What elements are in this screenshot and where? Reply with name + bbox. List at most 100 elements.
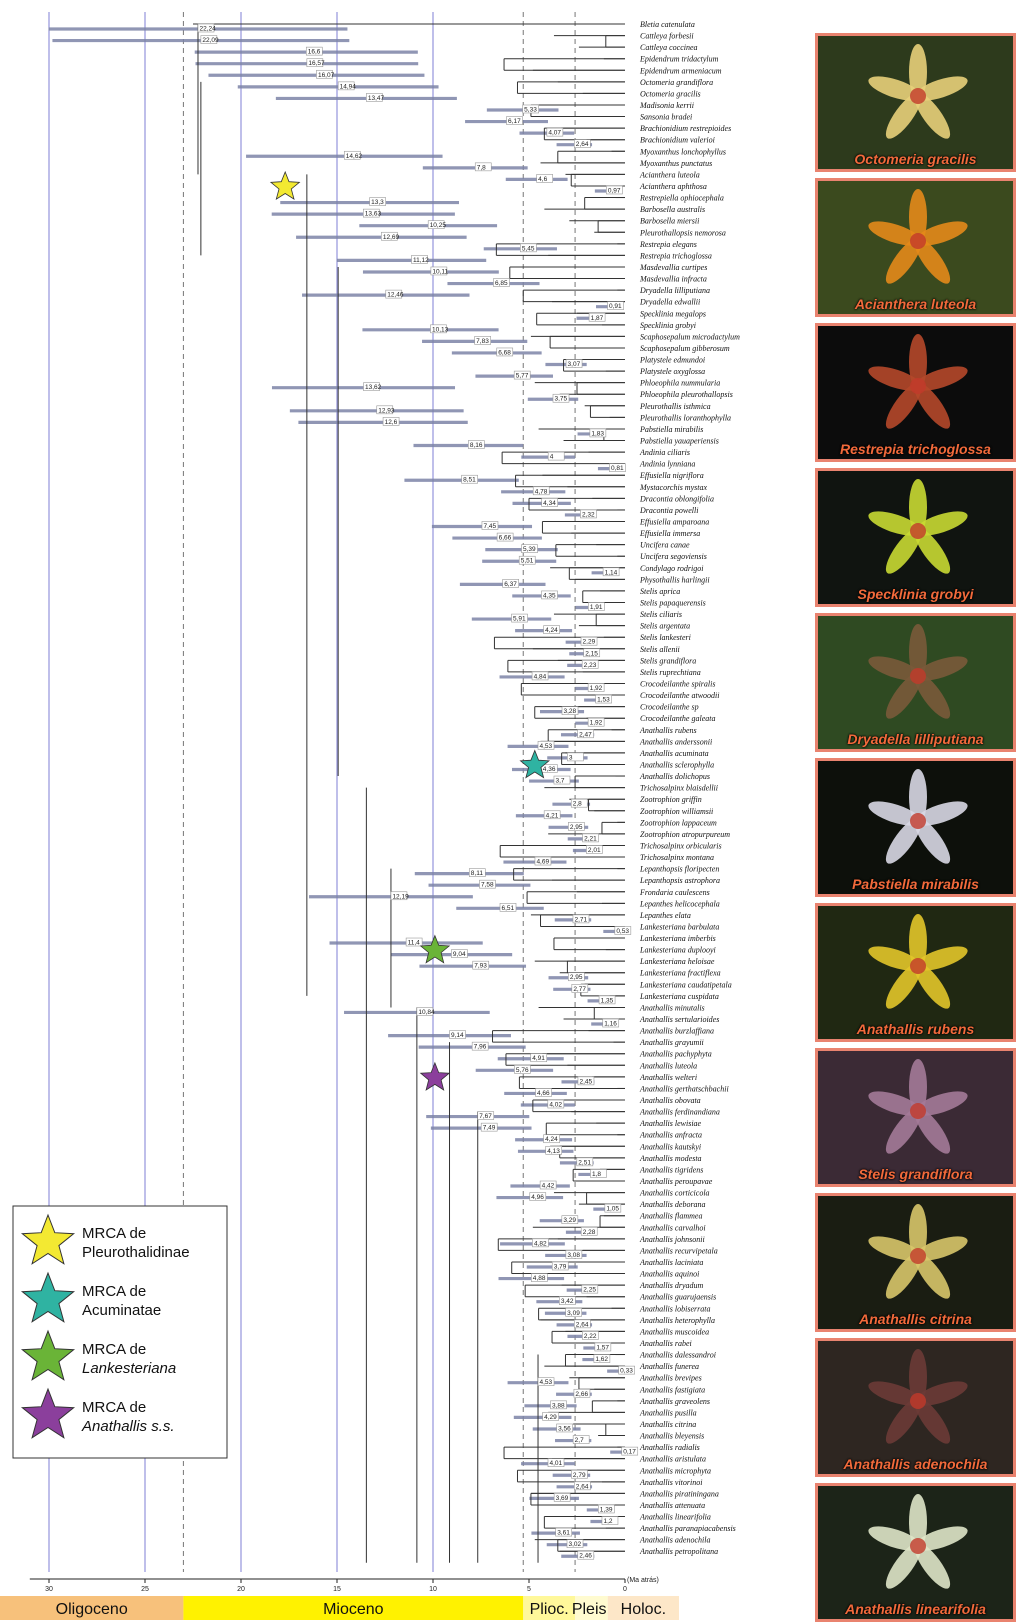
node-age-label: 1,91 bbox=[590, 604, 603, 611]
node-age-label: 2,22 bbox=[584, 1333, 597, 1340]
node-age-label: 3,79 bbox=[554, 1263, 567, 1270]
taxon-label: Platystele edmundoi bbox=[639, 356, 705, 365]
taxon-label: Effusiella nigriflora bbox=[639, 471, 704, 480]
flower-center bbox=[910, 1103, 926, 1119]
node-age-label: 7,93 bbox=[474, 963, 487, 970]
flower-center bbox=[910, 813, 926, 829]
node-age-label: 2,64 bbox=[576, 141, 589, 148]
taxon-label: Anathallis dalessandroi bbox=[639, 1351, 716, 1360]
taxon-label: Andinia ciliaris bbox=[639, 448, 690, 457]
taxon-label: Restrepia trichoglossa bbox=[639, 251, 712, 260]
taxon-label: Anathallis aristulata bbox=[639, 1455, 706, 1464]
node-age-label: 16,6 bbox=[308, 49, 321, 56]
taxon-label: Anathallis corticicola bbox=[639, 1189, 710, 1198]
taxon-label: Pabstiella mirabilis bbox=[639, 425, 703, 434]
time-axis: 302520151050(Ma atrás) bbox=[30, 1577, 659, 1593]
legend-label-line1: MRCA de bbox=[82, 1225, 146, 1242]
node-age-label: 4,07 bbox=[548, 130, 561, 137]
taxon-label: Anathallis microphyta bbox=[639, 1466, 711, 1475]
taxon-label: Anathallis rubens bbox=[639, 726, 697, 735]
node-age-label: 3,42 bbox=[561, 1298, 574, 1305]
taxon-label: Phloeophila nummularia bbox=[639, 379, 720, 388]
node-age-label: 5,45 bbox=[522, 245, 535, 252]
taxon-label: Anathallis graveolens bbox=[639, 1397, 710, 1406]
node-age-label: 11,4 bbox=[408, 940, 421, 947]
taxon-label: Dracontia oblongifolia bbox=[639, 494, 714, 503]
taxon-label: Anathallis obovata bbox=[639, 1096, 701, 1105]
axis-tick-label: 10 bbox=[429, 1586, 437, 1593]
taxon-label: Pleurothallis isthmica bbox=[639, 402, 711, 411]
node-age-label: 6,68 bbox=[498, 349, 511, 356]
node-age-label: 4,78 bbox=[535, 488, 548, 495]
taxon-label: Scaphosepalum microdactylum bbox=[640, 332, 740, 341]
node-age-label: 3,75 bbox=[555, 396, 568, 403]
taxon-label: Stelis lankesteri bbox=[640, 633, 691, 642]
taxon-label: Anathallis paranapiacabensis bbox=[639, 1524, 736, 1533]
axis-tick-label: 25 bbox=[141, 1586, 149, 1593]
taxon-label: Anathallis sclerophylla bbox=[639, 760, 714, 769]
taxon-label: Mystacorchis mystax bbox=[639, 483, 707, 492]
taxon-label: Anathallis recurvipetala bbox=[639, 1246, 718, 1255]
flower-center bbox=[910, 233, 926, 249]
taxon-label: Brachionidium valerioi bbox=[640, 136, 715, 145]
taxon-label: Anathallis burzlaffiana bbox=[639, 1027, 714, 1036]
taxon-label: Brachionidium restrepioides bbox=[640, 124, 731, 133]
taxon-label: Anathallis modesta bbox=[639, 1154, 702, 1163]
node-age-label: 8,51 bbox=[463, 477, 476, 484]
taxon-label: Pleurothallopsis nemorosa bbox=[639, 228, 726, 237]
node-age-label: 2,71 bbox=[574, 916, 587, 923]
node-age-label: 0,91 bbox=[609, 303, 622, 310]
node-age-label: 7,58 bbox=[481, 882, 494, 889]
species-photo: Anathallis linearifolia bbox=[815, 1483, 1016, 1622]
photo-caption: Octomeria gracilis bbox=[818, 151, 1013, 167]
node-age-label: 4,88 bbox=[533, 1275, 546, 1282]
node-age-label: 9,04 bbox=[453, 951, 466, 958]
taxon-label: Anathallis grayumii bbox=[639, 1038, 704, 1047]
taxon-label: Anathallis laciniata bbox=[639, 1258, 703, 1267]
epoch-label: Holoc. bbox=[621, 1601, 666, 1618]
epoch-label: Oligoceno bbox=[56, 1601, 128, 1618]
node-age-label: 12,93 bbox=[378, 407, 395, 414]
node-age-label: 2,7 bbox=[575, 1437, 584, 1444]
node-age-label: 7,45 bbox=[483, 523, 496, 530]
legend-label-line2: Anathallis s.s. bbox=[81, 1418, 175, 1435]
taxon-label: Dryadella edwallii bbox=[639, 298, 700, 307]
node-age-label: 5,51 bbox=[521, 558, 534, 565]
legend-label-line1: MRCA de bbox=[82, 1341, 146, 1358]
species-photo: Restrepia trichoglossa bbox=[815, 323, 1016, 462]
taxon-label: Effusiella amparoana bbox=[639, 518, 709, 527]
node-age-label: 4,66 bbox=[537, 1090, 550, 1097]
node-age-label: 4,34 bbox=[543, 500, 556, 507]
node-age-label: 3,88 bbox=[552, 1402, 565, 1409]
node-age-label: 14,62 bbox=[346, 153, 363, 160]
node-age-label: 2,8 bbox=[573, 801, 582, 808]
taxon-label: Anathallis flammea bbox=[639, 1212, 702, 1221]
node-age-label: 4,53 bbox=[540, 1379, 553, 1386]
taxon-label: Anathallis lobiserrata bbox=[639, 1304, 710, 1313]
node-age-label: 2,79 bbox=[573, 1472, 586, 1479]
node-age-label: 4,91 bbox=[532, 1055, 545, 1062]
taxon-label: Anathallis linearifolia bbox=[639, 1513, 711, 1522]
flower-center bbox=[910, 378, 926, 394]
node-age-label: 4,84 bbox=[534, 673, 547, 680]
taxon-label: Anathallis muscoidea bbox=[639, 1327, 709, 1336]
node-age-label: 2,45 bbox=[579, 1078, 592, 1085]
node-age-label: 16,07 bbox=[318, 72, 335, 79]
taxon-label: Anathallis rabei bbox=[639, 1339, 692, 1348]
taxon-label: Barbosella australis bbox=[640, 205, 705, 214]
taxon-label: Anathallis dryadum bbox=[639, 1281, 704, 1290]
taxon-label: Anathallis carvalhoi bbox=[639, 1223, 706, 1232]
node-age-label: 13,3 bbox=[371, 199, 384, 206]
taxon-label: Anathallis welteri bbox=[639, 1073, 697, 1082]
taxon-label: Anathallis sertularioides bbox=[639, 1015, 719, 1024]
node-age-label: 1,05 bbox=[606, 1206, 619, 1213]
node-age-label: 5,39 bbox=[523, 546, 536, 553]
node-age-label: 13,63 bbox=[365, 211, 382, 218]
species-photo: Pabstiella mirabilis bbox=[815, 758, 1016, 897]
flower-center bbox=[910, 958, 926, 974]
taxon-label: Trichosalpinx montana bbox=[640, 853, 714, 862]
species-photo: Anathallis rubens bbox=[815, 903, 1016, 1042]
taxon-label: Lankesteriana fractiflexa bbox=[639, 969, 721, 978]
node-age-label: 2,64 bbox=[576, 1483, 589, 1490]
taxon-label: Stelis ruprechtiana bbox=[640, 668, 701, 677]
